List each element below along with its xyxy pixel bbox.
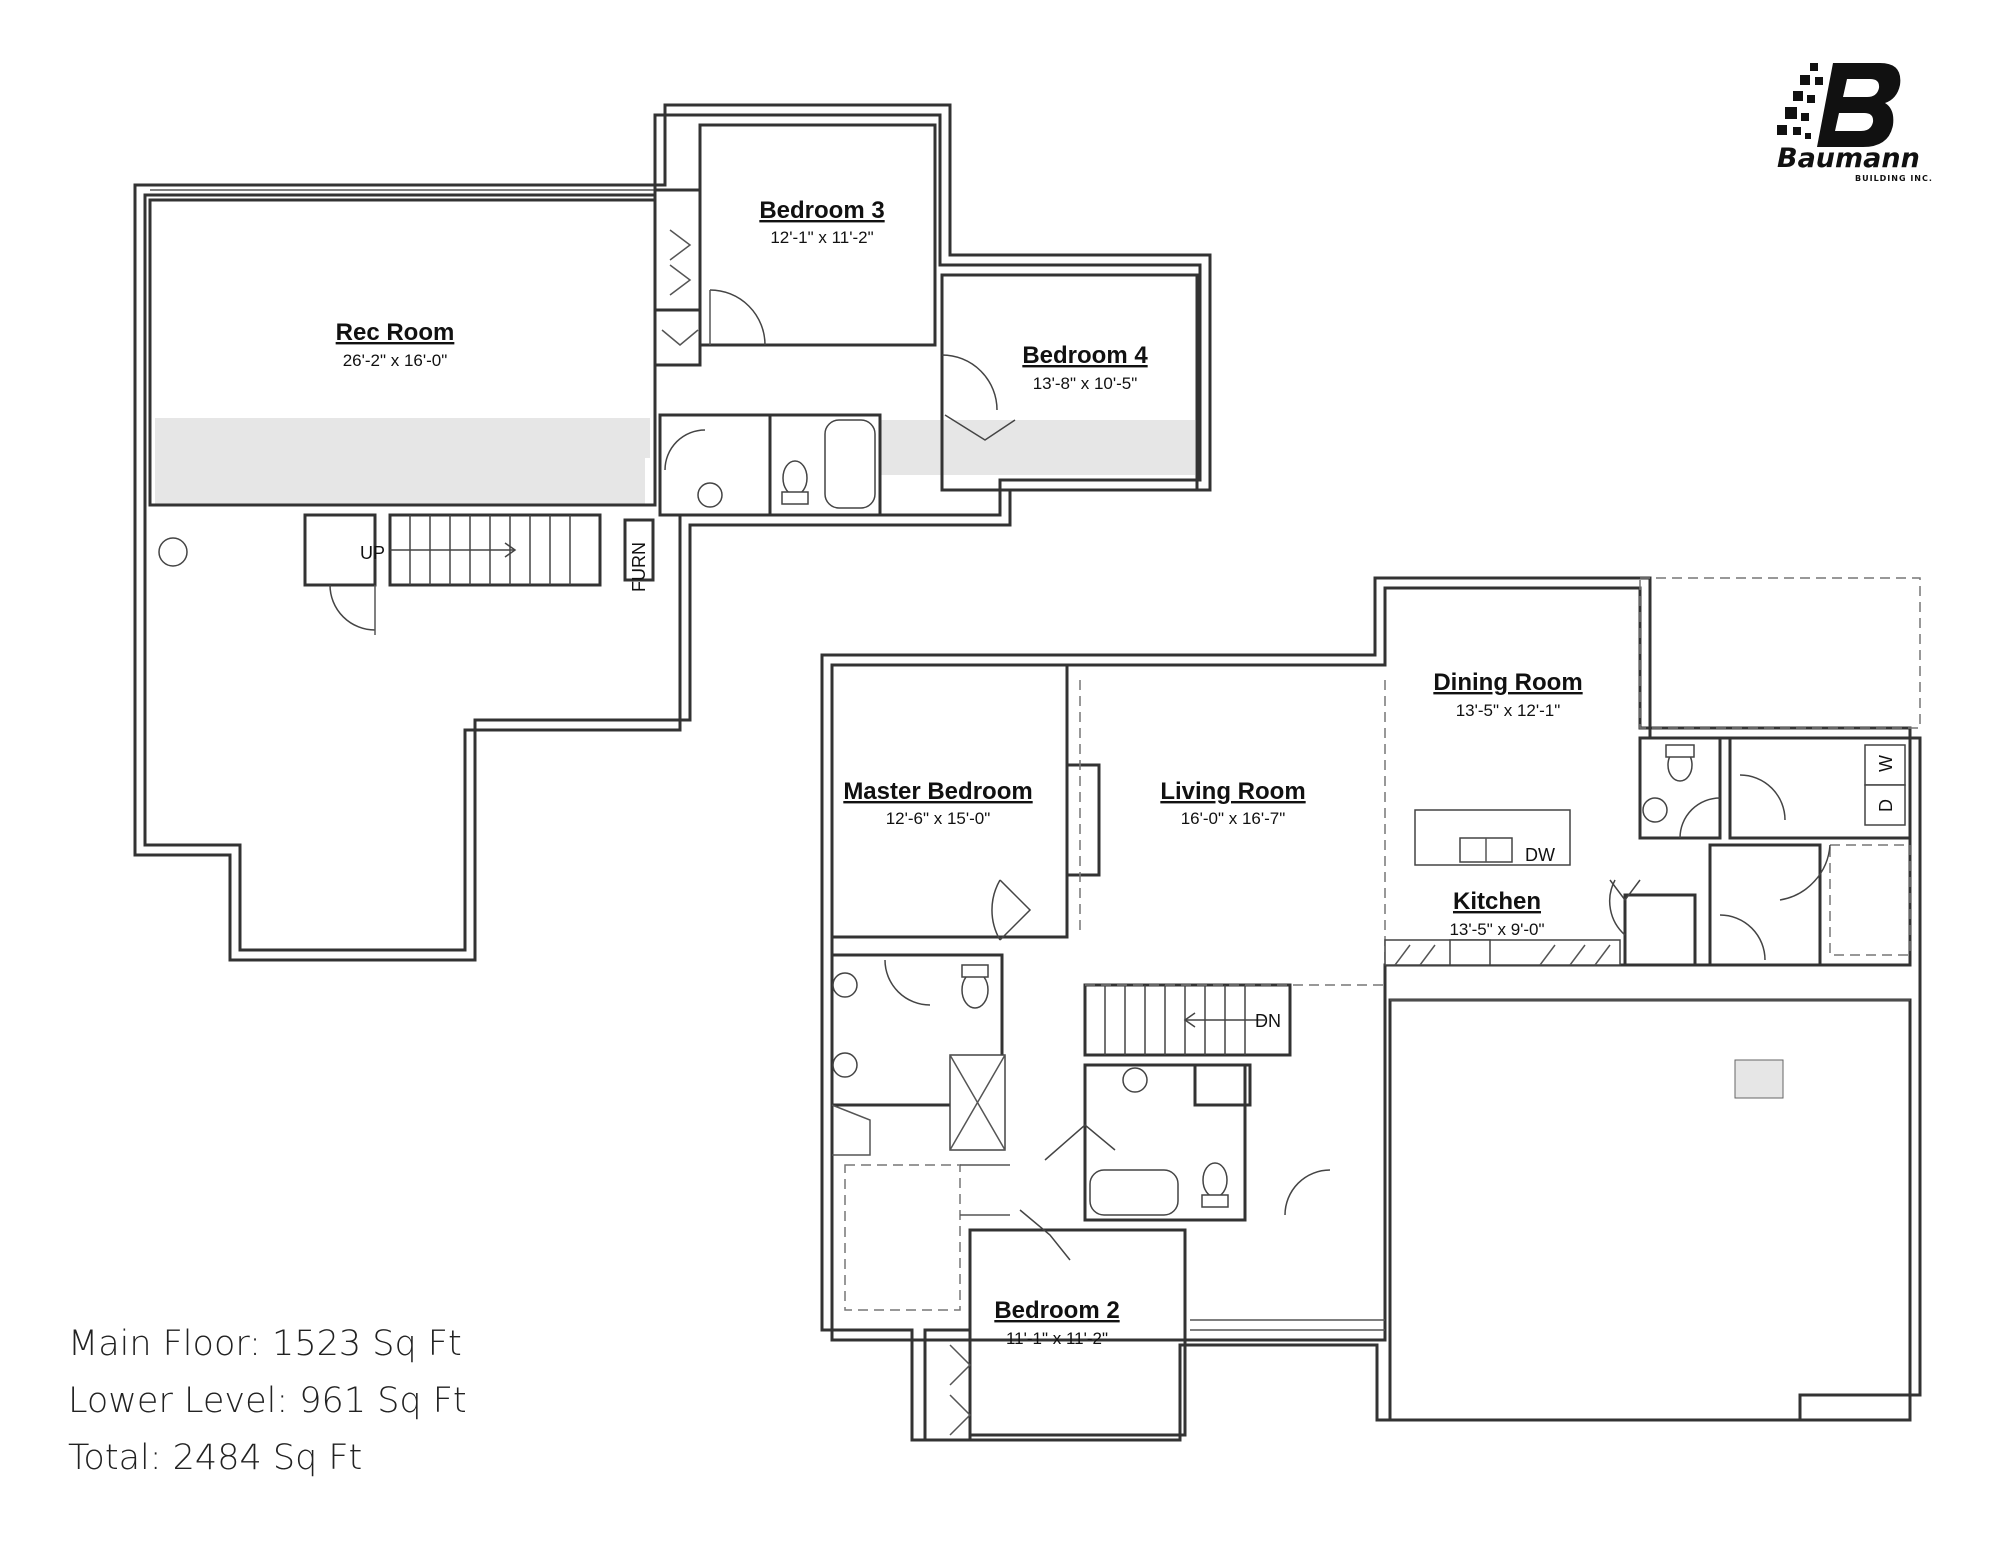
square-footage-summary: Main Floor: 1523 Sq Ft Lower Level: 961 … xyxy=(68,1316,467,1487)
rec-room-name: Rec Room xyxy=(336,319,455,346)
kitchen-counter xyxy=(1384,939,1621,966)
logo-mark-icon xyxy=(1777,63,1901,147)
pantry xyxy=(1623,893,1697,967)
living-room-name: Living Room xyxy=(1160,778,1305,805)
bedroom2-closet xyxy=(923,1328,972,1442)
kitchen-name: Kitchen xyxy=(1453,888,1541,915)
rec-room-dims: 26'-2" x 16'-0" xyxy=(343,351,448,370)
mud-room xyxy=(1708,843,1822,967)
total-sqft: Total: 2484 Sq Ft xyxy=(68,1438,363,1478)
hall-sink xyxy=(1122,1067,1148,1093)
master-bedroom-name: Master Bedroom xyxy=(843,778,1032,805)
hall-tub xyxy=(1089,1169,1179,1216)
fireplace xyxy=(1065,763,1101,877)
washer-label: W xyxy=(1876,755,1896,772)
master-sink-1 xyxy=(832,972,858,998)
dryer xyxy=(1864,784,1906,826)
furnace-label: FURN xyxy=(629,542,649,592)
main-floor-outline xyxy=(820,576,1922,1442)
lower-toilet xyxy=(782,460,808,496)
company-name: Baumann xyxy=(1777,143,1920,174)
bedroom3-name: Bedroom 3 xyxy=(759,197,884,224)
dryer-label: D xyxy=(1876,799,1896,812)
bedroom2-dims: 11'-1" x 11'-2" xyxy=(1006,1329,1108,1348)
bedroom4 xyxy=(940,273,1199,492)
lower-sink xyxy=(697,482,723,508)
bedroom4-name: Bedroom 4 xyxy=(1022,342,1148,369)
range xyxy=(1449,939,1491,966)
kitchen-dims: 13'-5" x 9'-0" xyxy=(1449,920,1544,939)
lockers xyxy=(1829,844,1911,956)
sump-pit xyxy=(158,537,188,567)
lower-level-sqft: Lower Level: 961 Sq Ft xyxy=(68,1381,467,1421)
garage-vent xyxy=(1734,1059,1784,1099)
main-floor-plan: Master Bedroom 12'-6" x 15'-0" Living Ro… xyxy=(820,576,1922,1442)
laundry-room xyxy=(1728,736,1912,840)
bedroom3 xyxy=(698,123,937,347)
stair-up-label: UP xyxy=(360,543,385,563)
master-sink-2 xyxy=(832,1052,858,1078)
company-tagline: BUILDING INC. xyxy=(1855,174,1933,183)
main-floor-sqft: Main Floor: 1523 Sq Ft xyxy=(68,1324,462,1364)
powder-sink xyxy=(1642,797,1668,823)
company-logo: Baumann BUILDING INC. xyxy=(1755,55,1955,185)
master-bedroom-dims: 12'-6" x 15'-0" xyxy=(886,809,991,828)
hall-toilet xyxy=(1202,1162,1228,1198)
bedroom4-dims: 13'-8" x 10'-5" xyxy=(1033,374,1138,393)
living-room-dims: 16'-0" x 16'-7" xyxy=(1181,809,1286,828)
bedroom3-dims: 12'-1" x 11'-2" xyxy=(770,228,873,247)
master-closet xyxy=(844,1164,961,1311)
dishwasher-label: DW xyxy=(1525,845,1555,865)
hall-bath xyxy=(1083,1063,1247,1222)
dining-room-dims: 13'-5" x 12'-1" xyxy=(1456,701,1561,720)
furnace xyxy=(623,518,655,582)
dining-room-name: Dining Room xyxy=(1433,669,1582,696)
master-bath xyxy=(830,953,1004,1107)
bedroom2-name: Bedroom 2 xyxy=(994,1297,1119,1324)
rec-room-shaded-band xyxy=(155,418,645,506)
lower-level-plan: UP FURN Rec Room 26'-2" x 16'-0" Bedroom… xyxy=(133,103,1212,962)
lower-tub xyxy=(824,419,876,509)
stair-down-label: DN xyxy=(1255,1011,1281,1031)
hall-closet xyxy=(1193,1063,1252,1107)
covered-patio xyxy=(1639,577,1921,729)
